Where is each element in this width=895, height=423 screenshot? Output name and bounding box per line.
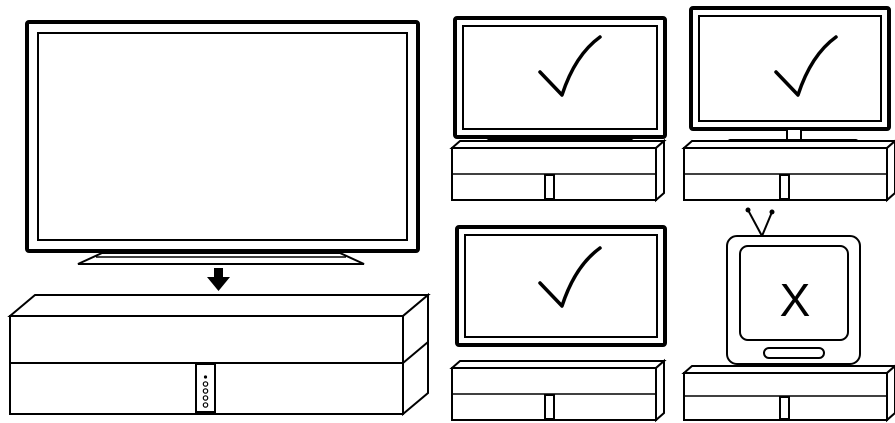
- large-tv-screen: [38, 33, 407, 240]
- cross-icon: X: [780, 274, 811, 326]
- soundbar-bottom-middle: [452, 361, 664, 420]
- soundbar-control-panel: [196, 364, 215, 412]
- soundbar-top-middle: [452, 141, 664, 200]
- large-tv: [27, 22, 418, 264]
- panel-bottom-middle: [452, 227, 665, 420]
- panel-top-middle: [452, 18, 665, 200]
- main-panel: [10, 22, 428, 414]
- down-arrow-icon: [207, 268, 230, 291]
- large-soundbar: [10, 295, 428, 414]
- antenna-icon: [746, 208, 775, 237]
- soundbar-bottom-right: [684, 366, 895, 420]
- large-tv-base: [78, 253, 364, 264]
- soundbar-top-right: [684, 141, 895, 200]
- panel-top-right: [684, 8, 895, 200]
- panel-bottom-right: X: [684, 208, 895, 421]
